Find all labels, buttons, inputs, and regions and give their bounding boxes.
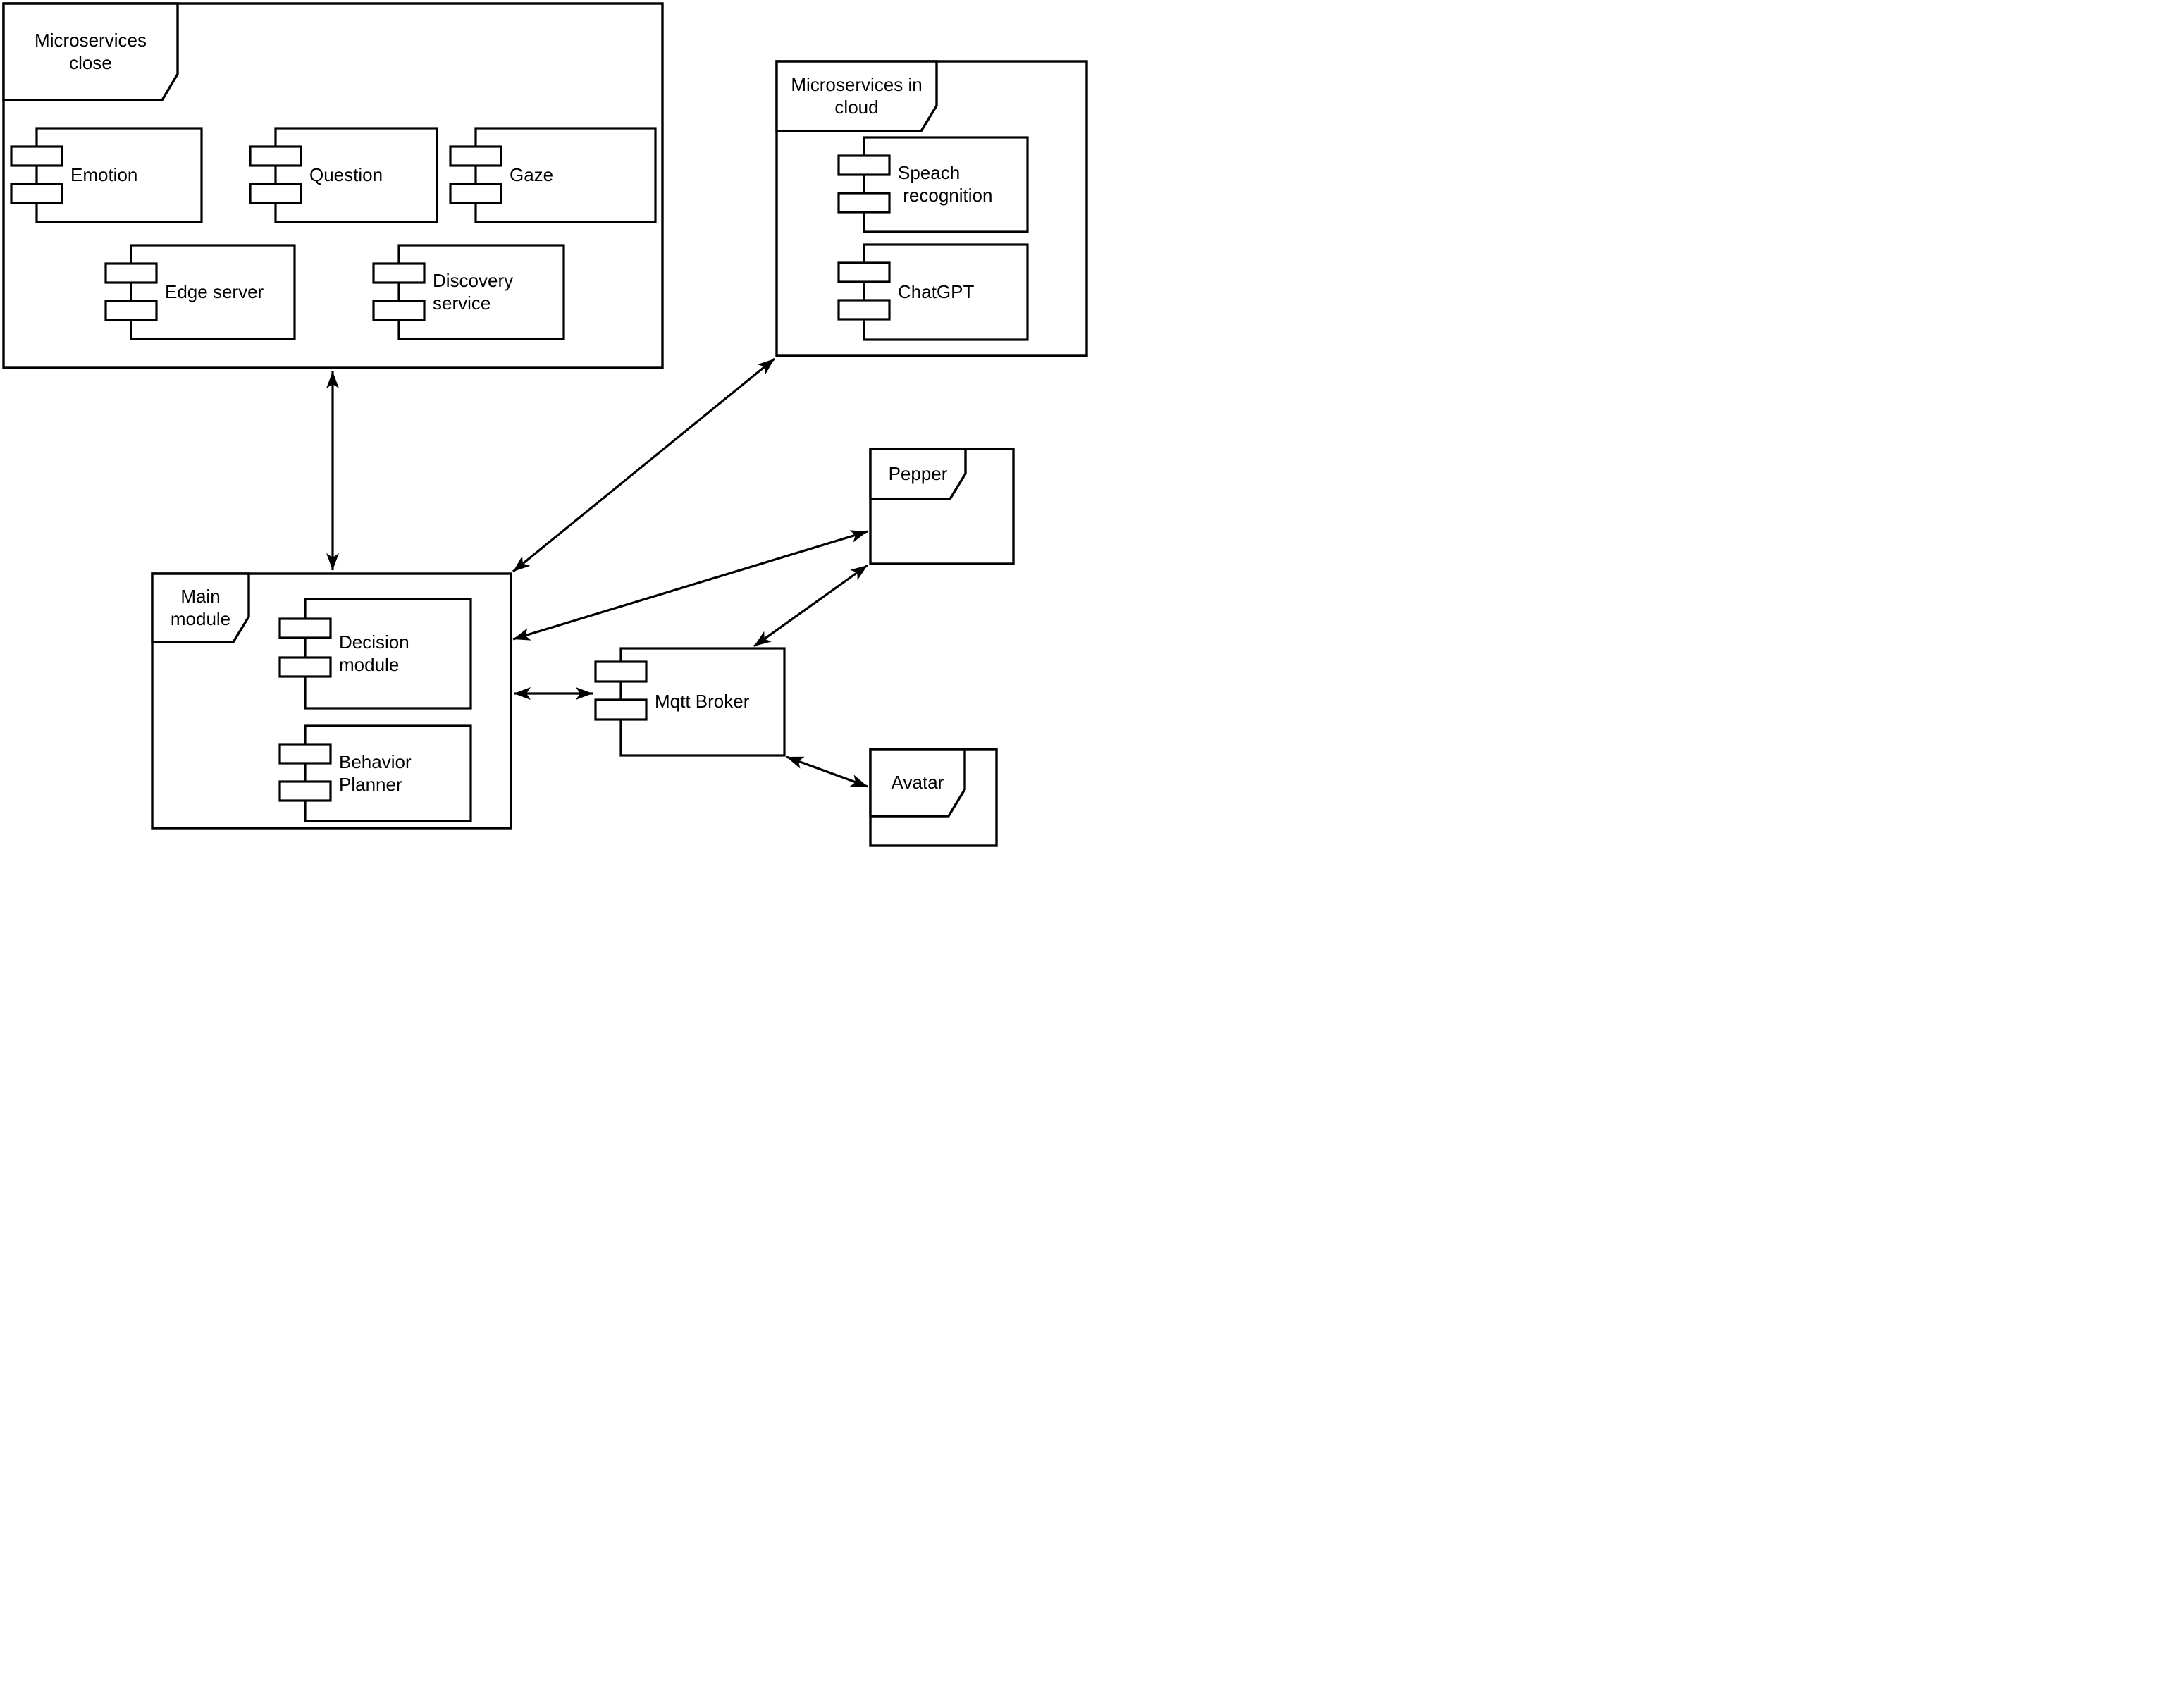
component-question-box xyxy=(274,127,438,223)
component-label-mqtt-broker: Mqtt Broker xyxy=(655,691,750,713)
component-chatgpt-box xyxy=(863,243,1029,341)
component-discovery-service-port-2 xyxy=(372,300,426,321)
component-label-discovery-service: Discovery service xyxy=(433,269,514,314)
component-label-chatgpt: ChatGPT xyxy=(898,280,975,302)
component-label-question: Question xyxy=(309,164,383,185)
connector-main-to-cloud xyxy=(512,357,776,573)
package-pepper-tab xyxy=(869,448,967,500)
component-emotion-port-1 xyxy=(10,145,63,167)
package-microservices-close-tab xyxy=(2,2,179,101)
component-question-port-1 xyxy=(249,145,302,167)
component-edge-server-port-1 xyxy=(104,262,158,284)
uml-deployment-diagram: Microservices close Microservices in clo… xyxy=(0,0,1092,851)
package-title-microservices-cloud: Microservices in cloud xyxy=(791,73,923,118)
component-question-port-2 xyxy=(249,183,302,204)
connector-mqtt-to-avatar xyxy=(786,756,868,788)
component-label-decision-module: Decision module xyxy=(339,631,409,675)
component-emotion-port-2 xyxy=(10,183,63,204)
diagram-shapes xyxy=(2,2,1088,847)
component-decision-module-box xyxy=(304,598,472,710)
component-emotion-box xyxy=(35,127,203,223)
component-behavior-planner-port-2 xyxy=(278,780,332,802)
component-label-emotion: Emotion xyxy=(70,164,138,185)
package-title-microservices-close: Microservices close xyxy=(35,29,147,73)
component-speach-recognition-port-2 xyxy=(837,192,891,214)
package-title-avatar: Avatar xyxy=(891,771,944,793)
component-edge-server-port-2 xyxy=(104,300,158,321)
component-chatgpt-port-1 xyxy=(837,261,891,283)
connector-main-to-pepper xyxy=(512,530,868,641)
component-gaze-port-2 xyxy=(449,183,502,204)
component-speach-recognition-box xyxy=(863,136,1029,233)
component-label-gaze: Gaze xyxy=(510,164,554,185)
component-label-behavior-planner: Behavior Planner xyxy=(339,751,412,795)
component-gaze-box xyxy=(474,127,657,223)
component-decision-module-port-2 xyxy=(278,656,332,678)
component-gaze-port-1 xyxy=(449,145,502,167)
component-behavior-planner-box xyxy=(304,724,472,822)
package-avatar-tab xyxy=(869,748,966,818)
component-edge-server-box xyxy=(130,244,296,340)
connector-mqtt-to-pepper xyxy=(753,564,868,648)
package-title-pepper: Pepper xyxy=(888,462,948,484)
component-chatgpt-port-2 xyxy=(837,299,891,321)
package-microservices-cloud-tab xyxy=(775,60,938,132)
component-label-edge-server: Edge server xyxy=(165,280,264,302)
component-mqtt-broker-port-1 xyxy=(594,660,648,683)
component-mqtt-broker-box xyxy=(619,647,786,757)
component-label-speach-recognition: Speach recognition xyxy=(898,162,993,206)
package-title-main-module: Main module xyxy=(170,585,231,629)
component-behavior-planner-port-1 xyxy=(278,743,332,765)
component-mqtt-broker-port-2 xyxy=(594,698,648,721)
component-discovery-service-port-1 xyxy=(372,262,426,284)
component-decision-module-port-1 xyxy=(278,617,332,639)
component-discovery-service-box xyxy=(397,244,565,340)
package-main-module-tab xyxy=(151,572,250,643)
component-speach-recognition-port-1 xyxy=(837,154,891,176)
